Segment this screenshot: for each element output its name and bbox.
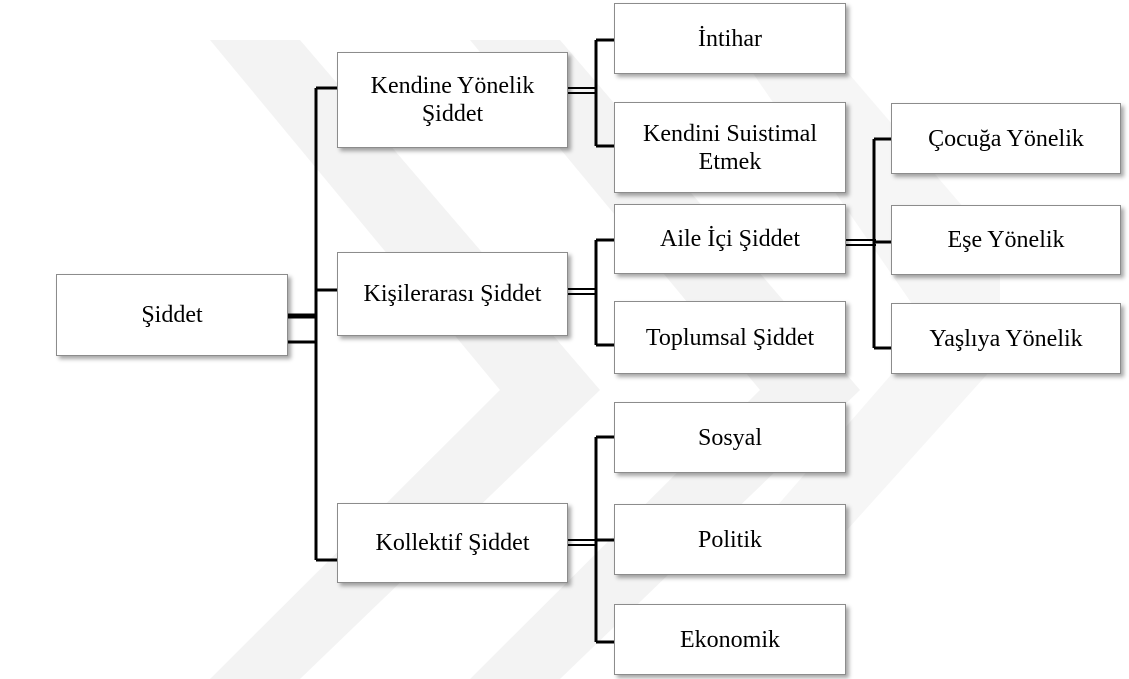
node-label: Aile İçi Şiddet [660,226,800,252]
node-label: Sosyal [697,424,762,451]
node-label: İntihar [698,25,762,52]
node-elder-directed: Yaşlıya Yönelik [891,303,1121,374]
node-child-directed: Çocuğa Yönelik [891,103,1121,174]
node-label: Çocuğa Yönelik [928,125,1084,152]
node-label: Kollektif Şiddet [375,530,530,556]
node-label: Toplumsal Şiddet [645,324,815,351]
node-collective-violence: Kollektif Şiddet [337,503,568,583]
node-label: Yaşlıya Yönelik [929,325,1083,352]
node-label: Kendine Yönelik Şiddet [370,73,535,127]
node-spouse-directed: Eşe Yönelik [891,205,1121,275]
node-political: Politik [614,504,846,575]
node-label: Politik [697,526,763,553]
root-node-siddet: Şiddet [56,274,288,356]
node-interpersonal-violence: Kişilerarası Şiddet [337,252,568,336]
node-label: Eşe Yönelik [947,227,1065,253]
node-self-abuse: Kendini Suistimal Etmek [614,102,846,193]
node-economic: Ekonomik [614,604,846,675]
node-self-directed-violence: Kendine Yönelik Şiddet [337,52,568,148]
node-label: Kendini Suistimal Etmek [643,120,817,175]
node-social: Sosyal [614,402,846,473]
node-label: Şiddet [141,302,203,328]
node-suicide: İntihar [614,3,846,74]
node-label: Kişilerarası Şiddet [363,281,542,307]
node-community-violence: Toplumsal Şiddet [614,301,846,374]
node-family-violence: Aile İçi Şiddet [614,204,846,274]
node-label: Ekonomik [680,626,780,653]
